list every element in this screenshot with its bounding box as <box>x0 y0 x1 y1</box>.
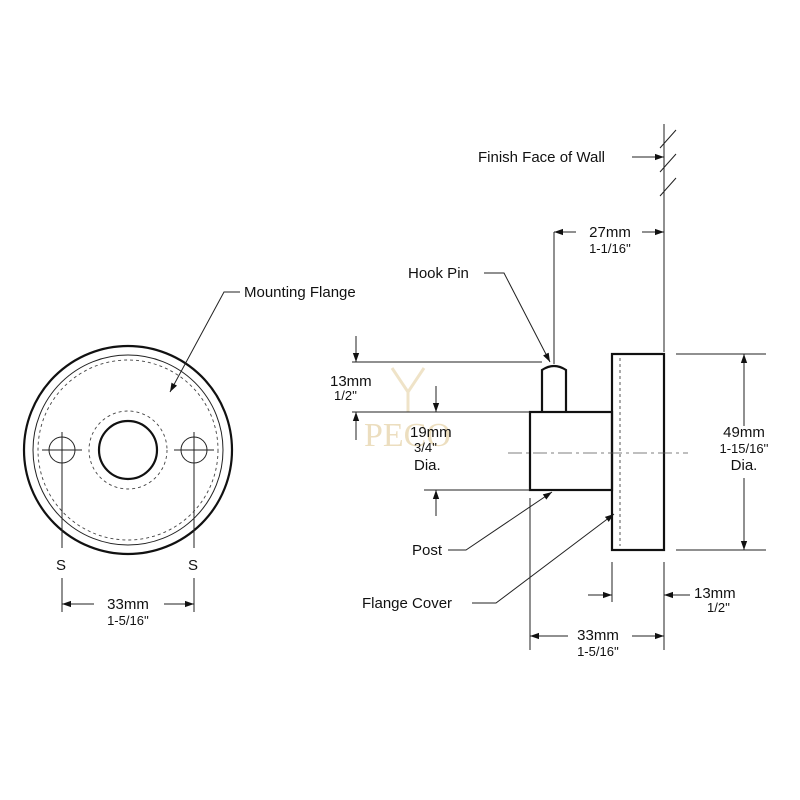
front-width-imperial: 1-5/16'' <box>107 613 149 628</box>
projection-imperial: 1-1/16'' <box>589 241 631 256</box>
side-width-metric: 33mm <box>577 627 619 644</box>
hook-pin-body <box>540 364 568 412</box>
screw-label-right: S <box>188 557 198 574</box>
front-width-metric: 33mm <box>107 596 149 613</box>
mounting-flange-label: Mounting Flange <box>244 284 356 301</box>
hook-pin-label: Hook Pin <box>408 265 469 282</box>
flange-outer-circle <box>22 344 234 556</box>
flange-depth-imperial: 1/2'' <box>707 600 730 615</box>
post-body <box>528 410 614 492</box>
watermark-text: PECO <box>364 417 451 454</box>
side-view: Finish Face of Wall 27mm 1-1/16'' Hook P… <box>330 124 769 659</box>
post-circle <box>97 419 159 481</box>
finish-face-label: Finish Face of Wall <box>478 149 605 166</box>
flange-dia-suffix: Dia. <box>731 457 758 474</box>
post-hidden-circle <box>88 410 168 490</box>
side-width-imperial: 1-5/16'' <box>577 644 619 659</box>
flange-dia-metric: 49mm <box>723 424 765 441</box>
post-dia-suffix: Dia. <box>414 457 441 474</box>
post-label: Post <box>412 542 443 559</box>
flange-dia-imperial: 1-15/16'' <box>719 441 768 456</box>
pin-length-metric: 13mm <box>330 373 372 390</box>
pin-length-imperial: 1/2'' <box>334 388 357 403</box>
post-dia-metric: 19mm <box>410 424 452 441</box>
front-view: S S 33mm 1-5/16'' Mounting Flange <box>22 284 356 628</box>
screw-label-left: S <box>56 557 66 574</box>
watermark-logo: PECO <box>364 367 451 454</box>
post-dia-imperial: 3/4'' <box>414 440 437 455</box>
flange-hidden-circle <box>37 359 219 541</box>
flange-inner-circle <box>32 354 224 546</box>
flange-depth-metric: 13mm <box>694 585 736 602</box>
flange-cover-label: Flange Cover <box>362 595 452 612</box>
projection-metric: 27mm <box>589 224 631 241</box>
